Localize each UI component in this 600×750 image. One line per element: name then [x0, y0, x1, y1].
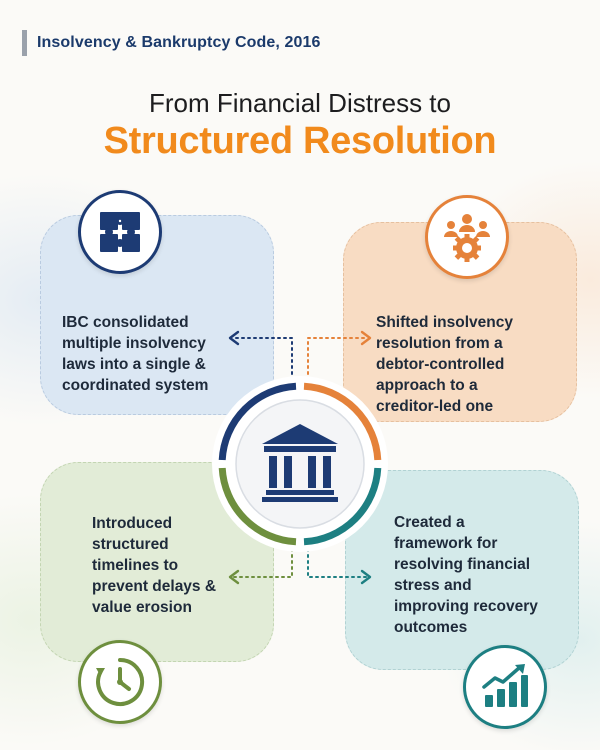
card-top-left-text: IBC consolidated multiple insolvency law… — [62, 312, 272, 396]
puzzle-icon — [100, 212, 140, 252]
text-line: prevent delays & — [92, 578, 217, 595]
connector-top-left — [231, 337, 293, 381]
hub-arc-green — [218, 467, 297, 546]
text-line: Introduced — [92, 515, 173, 532]
text-line: outcomes — [394, 619, 468, 636]
text-line: IBC consolidated — [62, 314, 189, 331]
text-line: coordinated system — [62, 377, 209, 394]
text-line: resolution from a — [376, 335, 503, 352]
text-line: Shifted insolvency — [376, 314, 513, 331]
people-gear-icon — [444, 214, 490, 262]
hub-arc-orange — [303, 382, 382, 461]
growth-chart-icon-badge — [463, 645, 547, 729]
arrow-bottom-left — [228, 569, 240, 585]
text-line: framework for — [394, 535, 498, 552]
card-bottom-left-text: Introduced structured timelines to preve… — [92, 513, 262, 618]
badge-text: Insolvency & Bankruptcy Code, 2016 — [37, 34, 321, 51]
text-line: resolving financial — [394, 556, 531, 573]
text-line: creditor-led one — [376, 398, 494, 415]
clock-icon — [96, 657, 145, 706]
growth-chart-icon — [482, 664, 528, 707]
text-line: stress and — [394, 577, 472, 594]
title-line-2: Structured Resolution — [103, 120, 497, 162]
connector-top-right — [307, 337, 367, 381]
clock-icon-badge — [78, 640, 162, 724]
text-line: approach to a — [376, 377, 478, 394]
card-top-right-text: Shifted insolvency resolution from a deb… — [376, 312, 576, 417]
arrow-bottom-right — [360, 569, 372, 585]
text-line: improving recovery — [394, 598, 538, 615]
hub-arc-navy — [218, 382, 297, 461]
puzzle-icon-badge — [78, 190, 162, 274]
center-hub — [212, 376, 388, 552]
text-line: structured — [92, 536, 169, 553]
text-line: multiple insolvency — [62, 335, 206, 352]
card-bottom-right-text: Created a framework for resolving financ… — [394, 512, 579, 638]
arrow-top-left — [228, 330, 240, 346]
text-line: Created a — [394, 514, 465, 531]
card-bottom-right — [345, 470, 579, 670]
header-badge: Insolvency & Bankruptcy Code, 2016 — [22, 30, 321, 56]
text-line: laws into a single & — [62, 356, 206, 373]
hub-arc-teal — [303, 467, 382, 546]
bank-building-icon — [262, 424, 338, 502]
people-gear-icon-badge — [425, 195, 509, 279]
arrow-top-right — [360, 330, 372, 346]
text-line: value erosion — [92, 599, 192, 616]
text-line: timelines to — [92, 557, 179, 574]
text-line: debtor-controlled — [376, 356, 505, 373]
title-line-1: From Financial Distress to — [149, 88, 451, 118]
